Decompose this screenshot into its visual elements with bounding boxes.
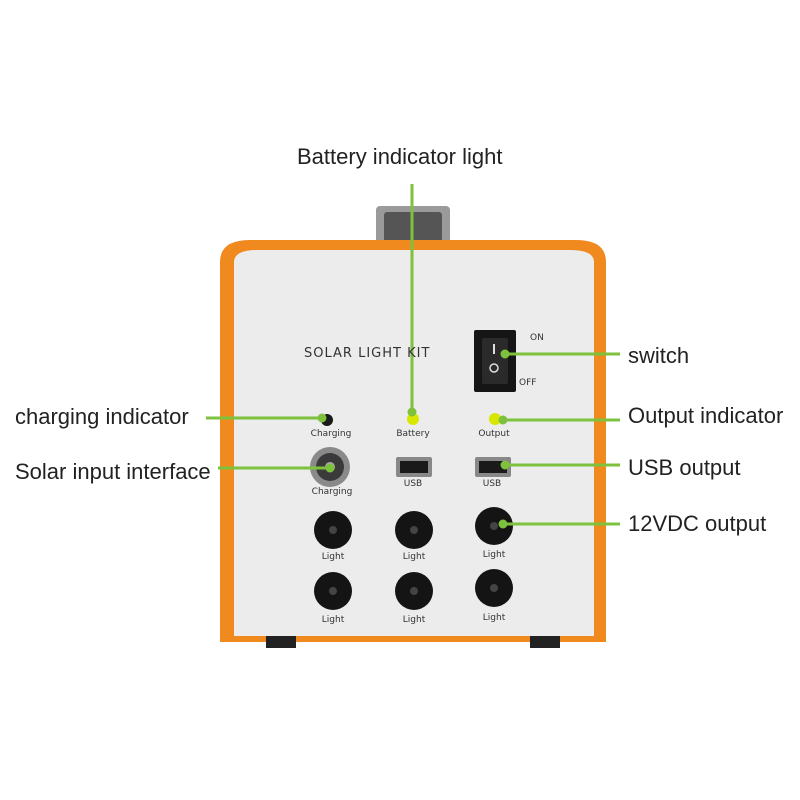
usb-port-1-slot [400, 461, 428, 473]
callout-charging-indicator: charging indicator [15, 404, 189, 429]
switch-off-mark [489, 363, 499, 373]
callout-battery-indicator: Battery indicator light [297, 144, 503, 169]
rocker-switch-paddle[interactable] [482, 338, 508, 384]
right-foot [530, 636, 560, 648]
charging-callout-dot [317, 413, 327, 423]
light-socket-1-pin [329, 526, 337, 534]
switch-callout-dot [500, 349, 510, 359]
light-socket-3-pin [490, 522, 498, 530]
solar-port-label: Charging [311, 487, 353, 497]
light-label-2: Light [402, 552, 426, 562]
usb-port-2-slot [479, 461, 507, 473]
battery-indicator-label: Battery [396, 429, 430, 439]
callout-usb-output: USB output [628, 455, 741, 480]
device-title: SOLAR LIGHT KIT [304, 346, 431, 361]
light-label-3: Light [482, 550, 506, 560]
callout-switch: switch [628, 343, 690, 368]
usb-callout-dot [500, 460, 510, 470]
switch-on-label: ON [530, 333, 544, 343]
callout-output-indicator: Output indicator [628, 403, 784, 428]
charging-indicator-label: Charging [310, 429, 352, 439]
output-callout-dot [498, 415, 508, 425]
light-socket-5-pin [410, 587, 418, 595]
light-socket-6-pin [490, 584, 498, 592]
callout-12vdc-output: 12VDC output [628, 511, 767, 536]
light-socket-2-pin [410, 526, 418, 534]
output-indicator-label: Output [478, 429, 510, 439]
usb-label-2: USB [482, 479, 502, 489]
output-led [489, 413, 501, 425]
solar-callout-dot [325, 463, 335, 473]
dc-callout-dot [498, 519, 508, 529]
usb-label-1: USB [403, 479, 423, 489]
switch-off-label: OFF [519, 378, 537, 388]
callout-lines [206, 184, 620, 529]
light-label-5: Light [402, 615, 426, 625]
battery-callout-dot [407, 407, 417, 417]
light-label-1: Light [321, 552, 345, 562]
light-socket-4-pin [329, 587, 337, 595]
callout-solar-input: Solar input interface [15, 459, 211, 484]
light-label-4: Light [321, 615, 345, 625]
left-foot [266, 636, 296, 648]
light-label-6: Light [482, 613, 506, 623]
